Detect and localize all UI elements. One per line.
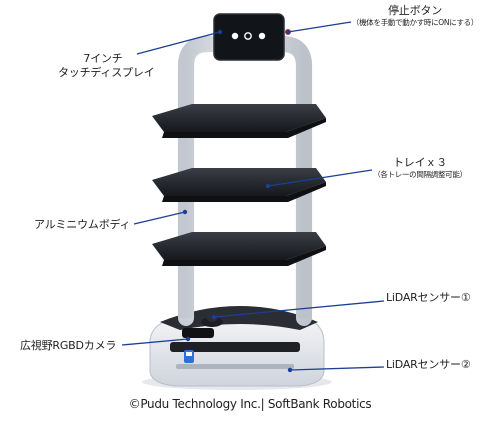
leader-lidar1 xyxy=(213,300,385,318)
label-display: 7インチ タッチディスプレイ xyxy=(58,52,155,80)
tray-2 xyxy=(152,168,326,202)
leader-body xyxy=(133,211,186,225)
label-trays: トレイｘ３ （各トレーの間隔調整可能） xyxy=(370,156,470,180)
tray-1 xyxy=(152,104,326,138)
tray-3 xyxy=(152,232,326,266)
base-logo-icon xyxy=(184,350,194,363)
label-camera: 広視野RGBDカメラ xyxy=(20,339,117,352)
robot-screen-face-icon xyxy=(231,32,266,40)
copyright-credit: ©Pudu Technology Inc.| SoftBank Robotics xyxy=(128,397,372,411)
label-lidar1: LiDARセンサー① xyxy=(386,291,471,304)
label-lidar2: LiDARセンサー② xyxy=(386,358,471,371)
leader-lines xyxy=(121,21,385,373)
label-stop-button: 停止ボタン （機体を手動で動かす時にONにする） xyxy=(340,4,490,28)
label-stop-note: （機体を手動で動かす時にONにする） xyxy=(351,18,479,27)
leader-lidar2 xyxy=(289,366,385,371)
label-body: アルミニウムボディ xyxy=(34,218,131,231)
label-stop-title: 停止ボタン xyxy=(388,4,442,17)
label-trays-note: （各トレーの間隔調整可能） xyxy=(373,170,467,179)
leader-trays xyxy=(267,169,373,187)
label-trays-title: トレイｘ３ xyxy=(393,156,447,169)
leader-stop xyxy=(287,21,352,33)
label-display-line2: タッチディスプレイ xyxy=(58,66,155,79)
touch-display xyxy=(213,13,285,61)
rgbd-camera xyxy=(182,328,214,338)
label-display-line1: 7インチ xyxy=(83,52,123,65)
leader-display xyxy=(136,31,221,55)
lidar-slot-2 xyxy=(170,342,300,352)
lidar-sensor-1 xyxy=(201,310,223,327)
leader-camera xyxy=(121,338,189,346)
